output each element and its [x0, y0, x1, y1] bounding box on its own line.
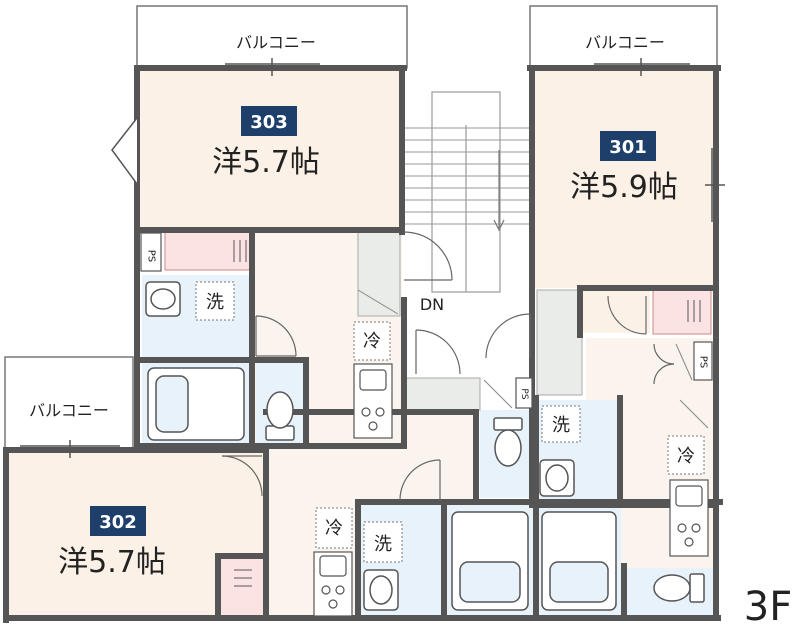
- washer-label-302: 洗: [374, 534, 392, 555]
- storage-303: [357, 231, 401, 317]
- unit-number-302: 302: [99, 512, 137, 533]
- shelf-diagonals: [357, 289, 709, 429]
- stairs-down-label: DN: [420, 295, 444, 314]
- window-marks: [20, 58, 725, 458]
- balcony-302-area: [4, 356, 134, 450]
- balcony-label-302: バルコニー: [29, 401, 109, 420]
- balcony-label-303: バルコニー: [236, 33, 316, 52]
- bathtubs: [147, 367, 617, 611]
- doors: [221, 231, 675, 501]
- room-label-303: 洋5.7帖: [212, 145, 320, 180]
- unit-number-303: 303: [250, 112, 288, 133]
- ps-label-303: PS: [146, 250, 157, 262]
- storage-301: [536, 289, 583, 396]
- walls: [3, 65, 723, 623]
- balcony-303-area: [136, 5, 408, 69]
- room-303-floor: [139, 70, 402, 228]
- unit-number-301: 301: [609, 137, 647, 158]
- badge-303-bg: [241, 106, 297, 136]
- kitchens: [313, 363, 709, 617]
- room-label-301: 洋5.9帖: [570, 170, 678, 205]
- closet-301: [652, 289, 712, 335]
- room-301-floor-ext: [582, 288, 650, 333]
- badge-302-bg: [90, 506, 146, 536]
- balcony-301-area: [529, 5, 718, 69]
- toilets: [265, 391, 705, 603]
- room-label-302: 洋5.7帖: [58, 545, 166, 580]
- balcony-label-301: バルコニー: [585, 33, 665, 52]
- closet-303: [164, 231, 252, 271]
- washer-label-301: 洗: [552, 415, 570, 436]
- ps-label-mid: PS: [519, 388, 529, 399]
- ps-label-301: PS: [698, 356, 709, 368]
- label-boxes: [195, 281, 705, 563]
- washer-label-303: 洗: [206, 292, 224, 313]
- closet-marks: [233, 240, 701, 587]
- fridge-label-302: 冷: [325, 518, 343, 539]
- storage-corr: [403, 377, 481, 411]
- badge-301-bg: [600, 131, 656, 161]
- staircase: [404, 70, 530, 300]
- bay-window-303: [111, 117, 138, 185]
- floor-label: 3F: [744, 584, 792, 630]
- room-301-floor: [535, 70, 715, 288]
- fridge-label-301: 冷: [677, 446, 695, 467]
- ps-boxes: [140, 232, 713, 409]
- sinks: [145, 281, 575, 611]
- fridge-label-303: 冷: [363, 331, 381, 352]
